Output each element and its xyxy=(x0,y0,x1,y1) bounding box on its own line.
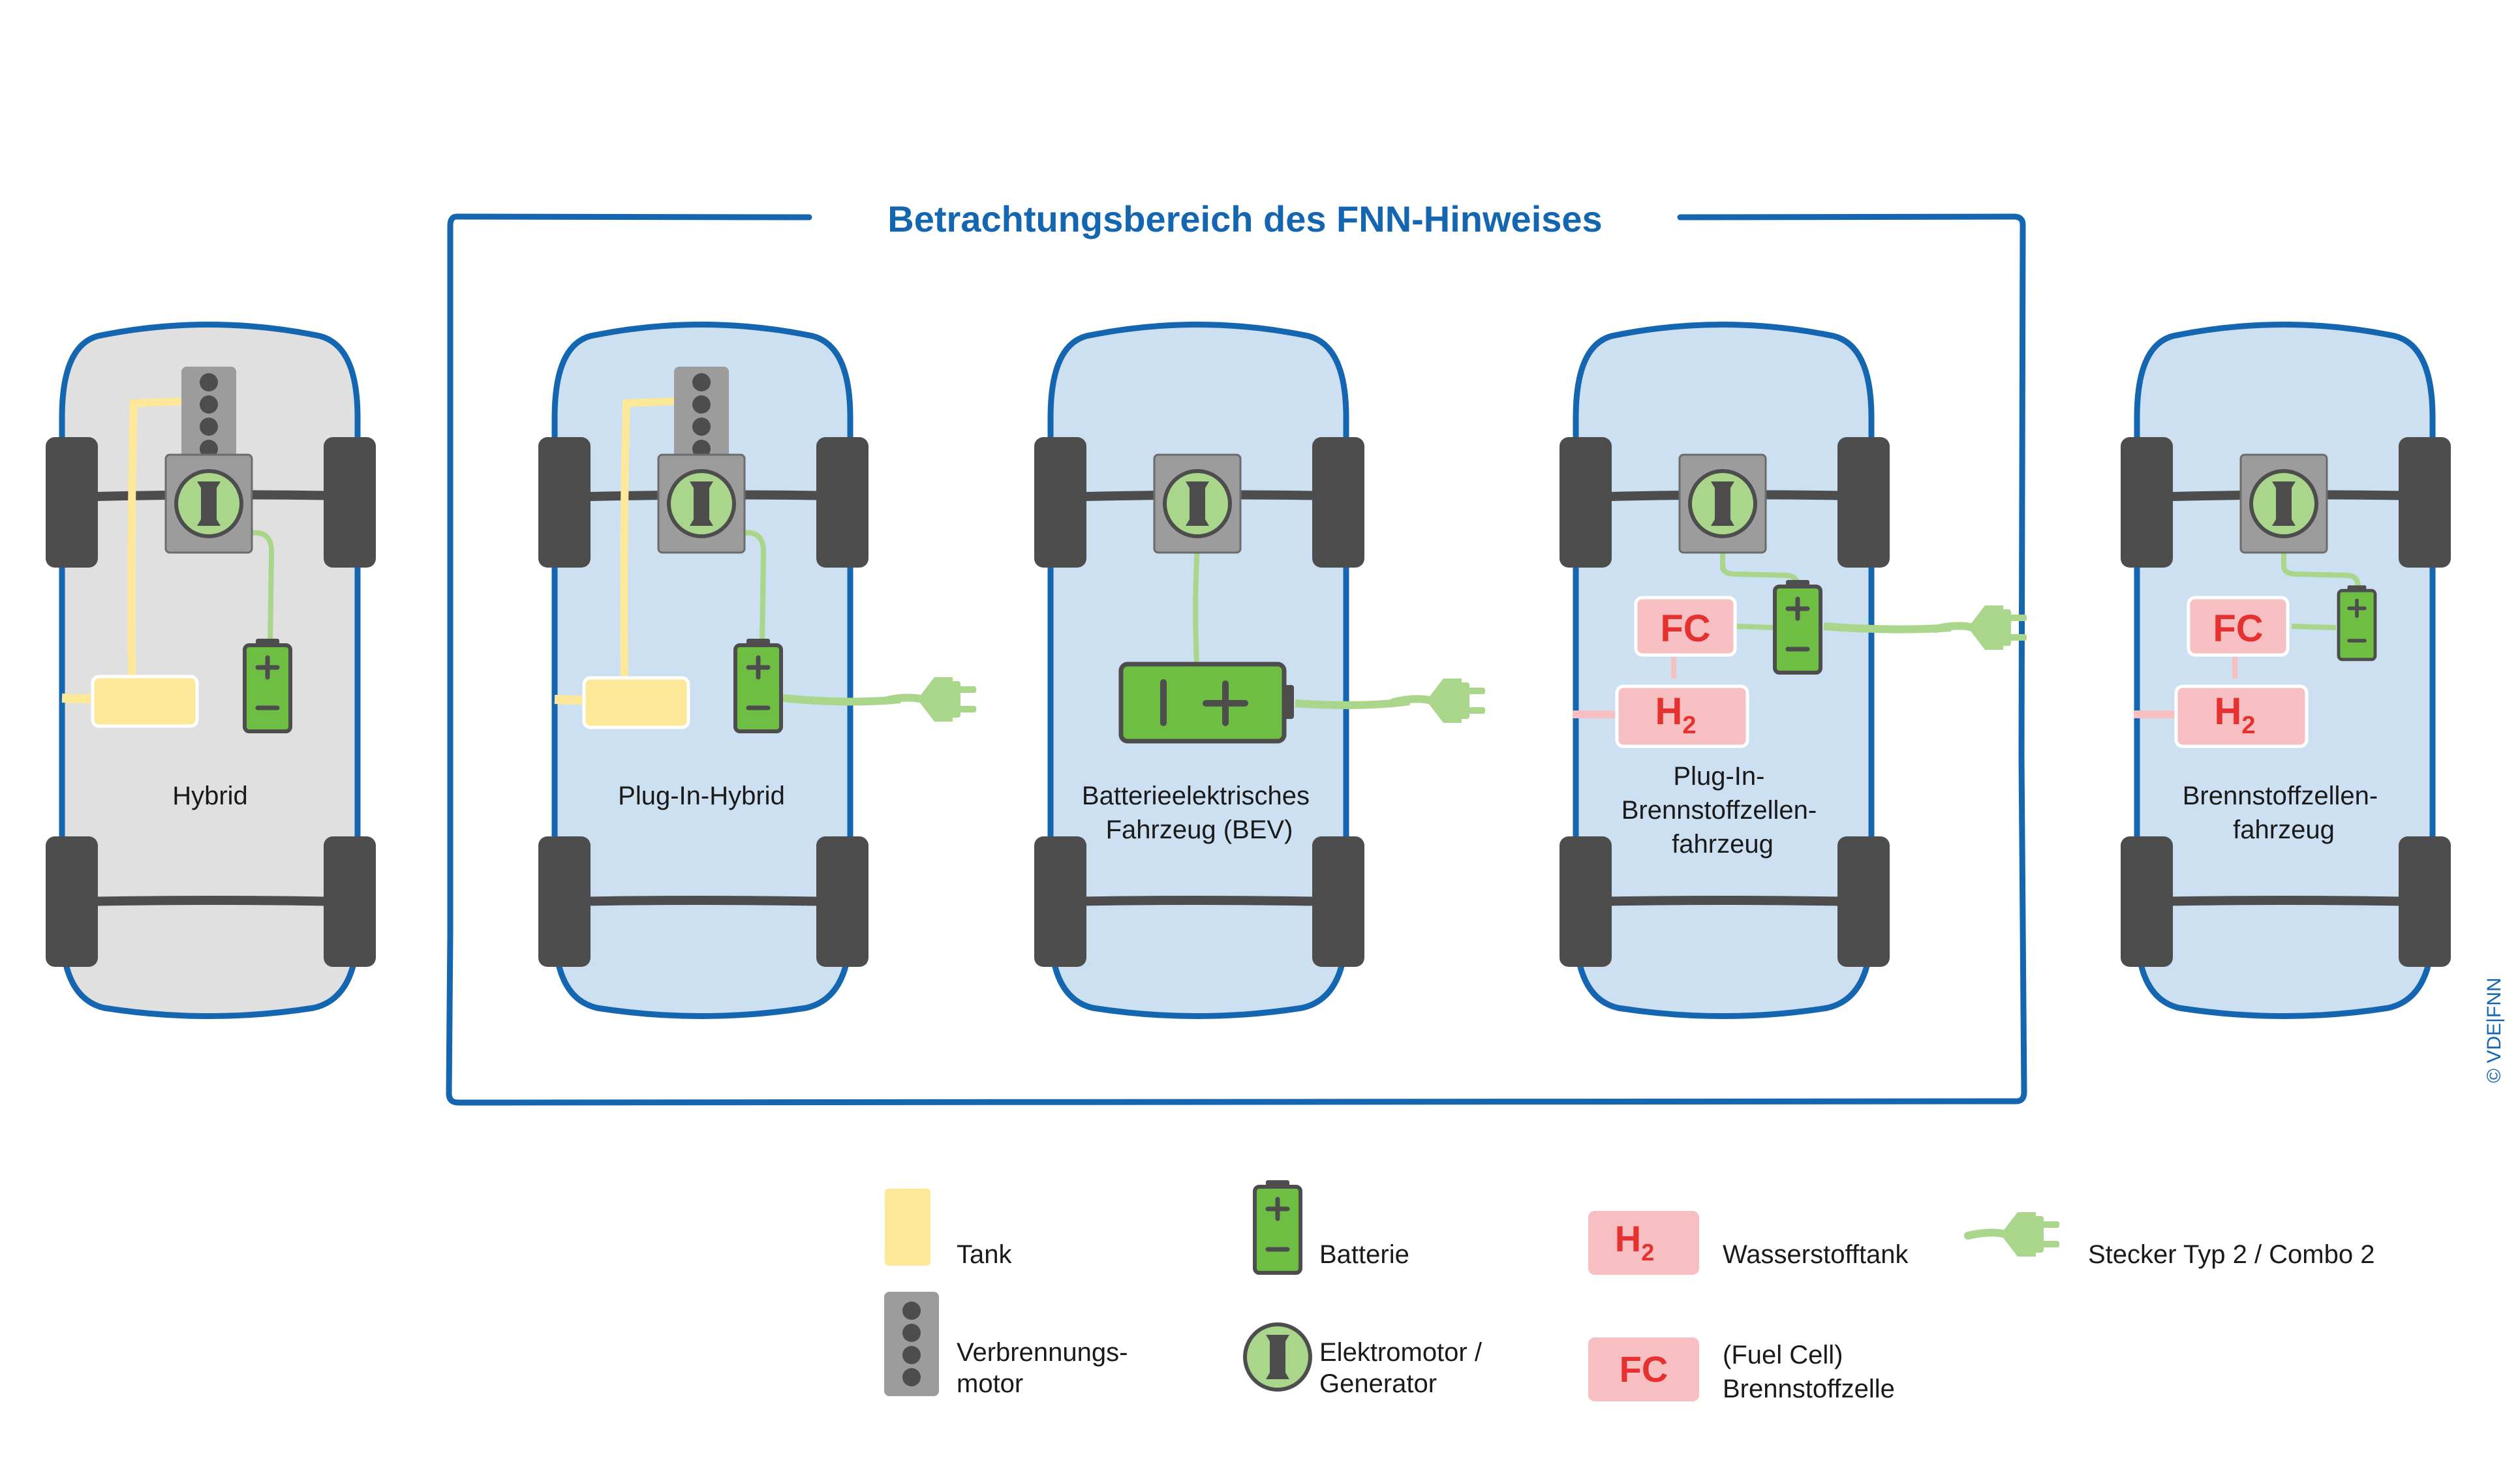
rear-axle xyxy=(71,896,346,906)
legend-item-plug: Stecker Typ 2 / Combo 2 xyxy=(1968,1212,2374,1269)
wheel xyxy=(1837,437,1890,568)
power-line xyxy=(2281,548,2361,588)
rear-axle xyxy=(1060,896,1335,906)
wheel xyxy=(2399,836,2451,967)
wheel xyxy=(1034,836,1086,967)
legend-label: Verbrennungs- motor xyxy=(957,1338,1135,1398)
vehicle-bev: Batterieelektrisches Fahrzeug (BEV) xyxy=(1034,322,1485,1019)
legend-item-battery: Batterie xyxy=(1255,1180,1409,1273)
wheel xyxy=(324,437,376,568)
motor-icon xyxy=(658,455,745,553)
battery-icon xyxy=(1775,580,1821,673)
motor-icon xyxy=(1154,455,1240,553)
legend-label: Batterie xyxy=(1319,1240,1409,1269)
h2-tank-icon xyxy=(1588,1211,1699,1275)
fc-battery-line xyxy=(2291,624,2337,630)
fuel-line xyxy=(127,397,187,682)
rear-axle xyxy=(564,896,839,906)
wheel xyxy=(2121,836,2173,967)
battery-icon xyxy=(245,639,290,731)
plug-icon xyxy=(885,677,976,722)
motor-icon xyxy=(1243,1322,1312,1392)
car-body xyxy=(2134,322,2436,1019)
svg-text:H2: H2 xyxy=(1615,1218,1654,1266)
vehicle-fcev: FC H2 Brennstoffzellen- fahrzeug xyxy=(2121,322,2451,1019)
battery-icon xyxy=(735,639,781,731)
legend: Tank Verbrennungs- motor Batterie xyxy=(884,1180,2374,1403)
legend-label: Elektromotor / Generator xyxy=(1319,1338,1489,1398)
power-line xyxy=(1193,547,1200,666)
power-line xyxy=(247,530,275,647)
vehicle-plugin-fcev: FC H2 Plug-In- Brennstoffzellen- fahrzeu… xyxy=(1560,322,2027,1019)
fc-battery-line xyxy=(1736,624,1775,630)
motor-icon xyxy=(1680,455,1766,553)
power-line xyxy=(740,530,767,647)
vehicle-hybrid: Hybrid xyxy=(46,322,376,1019)
plug-icon xyxy=(1935,605,2027,650)
wheel xyxy=(46,836,98,967)
svg-text:H2: H2 xyxy=(1655,690,1696,739)
vehicle-plugin-hybrid: Plug-In-Hybrid xyxy=(538,322,976,1019)
wheel xyxy=(1312,836,1364,967)
wheel xyxy=(1034,437,1086,568)
legend-item-h2-tank: H2 Wasserstofftank xyxy=(1588,1211,1909,1275)
rear-axle xyxy=(2146,896,2421,906)
plug-icon xyxy=(1968,1212,2059,1257)
wheel xyxy=(2399,437,2451,568)
battery-icon xyxy=(2339,585,2375,660)
legend-label: Stecker Typ 2 / Combo 2 xyxy=(2088,1240,2374,1269)
svg-text:FC: FC xyxy=(1620,1349,1668,1390)
h2-tank-icon: H2 xyxy=(1615,684,1749,748)
copyright-notice: © VDE|FNN xyxy=(2483,977,2505,1083)
wheel xyxy=(538,437,591,568)
legend-label: Tank xyxy=(957,1240,1012,1269)
fuel-cell-icon: FC xyxy=(1636,598,1735,655)
vehicle-label: Brennstoffzellen- fahrzeug xyxy=(2183,782,2386,844)
rear-axle xyxy=(1585,896,1860,906)
wheel xyxy=(816,836,868,967)
engine-icon xyxy=(674,367,729,465)
wheel xyxy=(1312,437,1364,568)
legend-item-fuel-cell: FC (Fuel Cell) Brennstoffzelle xyxy=(1588,1337,1895,1403)
scope-frame-title: Betrachtungsbereich des FNN-Hinweises xyxy=(887,198,1602,239)
wheel xyxy=(46,437,98,568)
wheel xyxy=(1837,836,1890,967)
tank-icon xyxy=(885,1189,930,1266)
legend-label: Wasserstofftank xyxy=(1723,1240,1909,1269)
svg-text:FC: FC xyxy=(1660,607,1710,650)
fuel-cell-icon: FC xyxy=(2189,598,2288,655)
vehicle-label: Batterieelektrisches Fahrzeug (BEV) xyxy=(1082,782,1317,844)
scope-frame: Betrachtungsbereich des FNN-Hinweises xyxy=(446,198,2027,1106)
scope-frame-border xyxy=(446,213,2027,1106)
svg-text:H2: H2 xyxy=(2214,690,2255,739)
wheel xyxy=(1560,437,1612,568)
h2-tank-icon: H2 xyxy=(2174,684,2309,748)
vehicle-label: Plug-In- Brennstoffzellen- fahrzeug xyxy=(1621,762,1824,859)
motor-icon xyxy=(2241,455,2327,553)
vehicle-label: Plug-In-Hybrid xyxy=(618,782,785,810)
wheel xyxy=(538,836,591,967)
legend-label: (Fuel Cell) Brennstoffzelle xyxy=(1723,1341,1895,1403)
legend-item-tank: Tank xyxy=(885,1189,1012,1269)
tank-icon xyxy=(584,678,688,727)
battery-large-icon xyxy=(1118,662,1294,744)
wheel xyxy=(324,836,376,967)
legend-item-motor: Elektromotor / Generator xyxy=(1243,1322,1489,1398)
fuel-cell-icon xyxy=(1588,1337,1699,1401)
svg-text:FC: FC xyxy=(2213,607,2263,650)
battery-icon xyxy=(1255,1180,1300,1273)
legend-item-engine: Verbrennungs- motor xyxy=(884,1292,1135,1398)
wheel xyxy=(1560,836,1612,967)
engine-icon xyxy=(181,367,236,465)
vehicle-label: Hybrid xyxy=(172,782,248,810)
wheel xyxy=(2121,437,2173,568)
wheel xyxy=(816,437,868,568)
fuel-line xyxy=(620,397,678,682)
tank-icon xyxy=(93,677,197,726)
car-body xyxy=(1573,322,1875,1019)
motor-icon xyxy=(166,455,252,553)
plug-icon xyxy=(1394,679,1485,723)
